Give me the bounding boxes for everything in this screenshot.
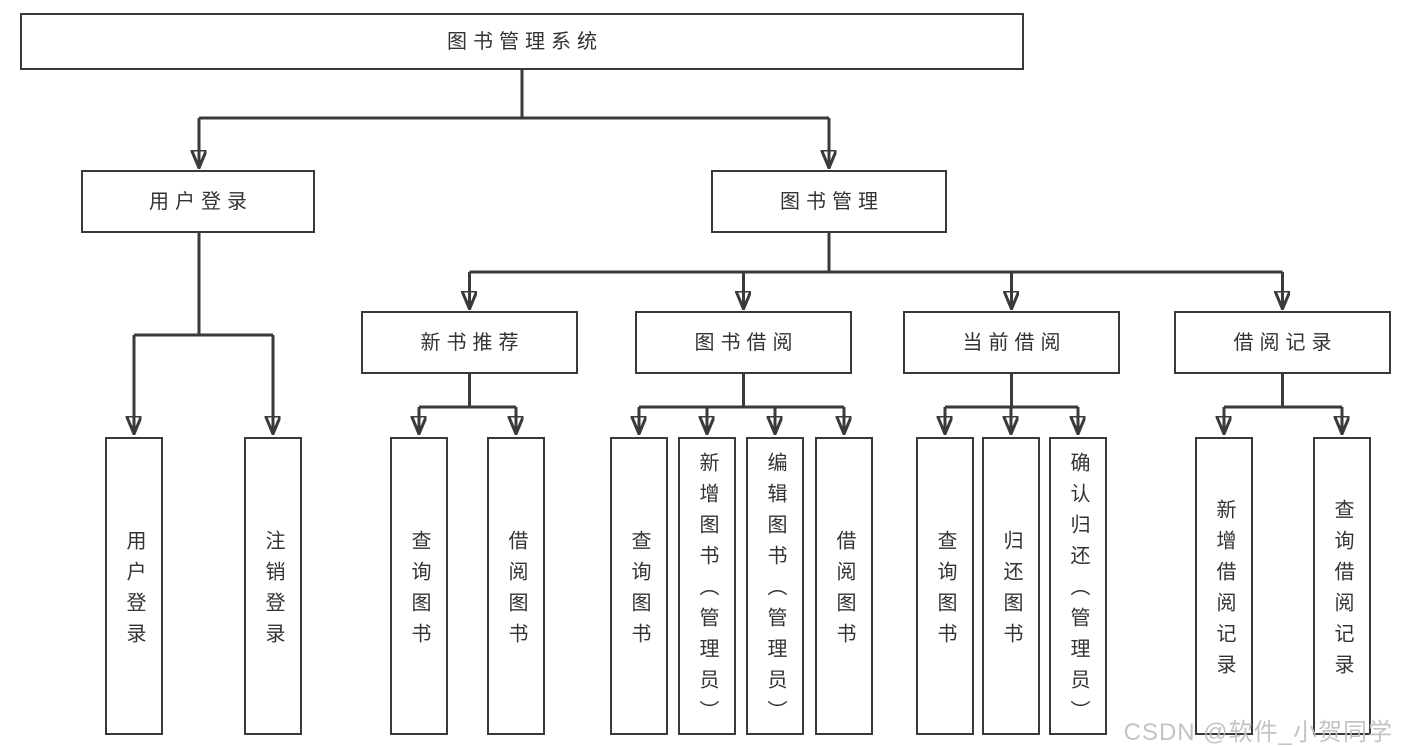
node-leaf-query-books-2: 查询图书 (610, 437, 668, 735)
node-label: 查询借阅记录 (1331, 498, 1353, 685)
node-label: 用户登录 (149, 190, 253, 213)
node-book-management: 图书管理 (711, 170, 947, 233)
node-leaf-return-books: 归还图书 (982, 437, 1040, 735)
node-label: 查询图书 (628, 529, 650, 654)
node-label: 编辑图书（管理员） (764, 452, 786, 731)
node-leaf-add-books-admin: 新增图书（管理员） (678, 437, 736, 735)
node-leaf-add-borrow-record: 新增借阅记录 (1195, 437, 1253, 735)
node-label: 确认归还（管理员） (1067, 452, 1089, 731)
node-borrowing-records: 借阅记录 (1174, 311, 1391, 374)
node-leaf-borrow-books-1: 借阅图书 (487, 437, 545, 735)
node-label: 图书管理系统 (447, 30, 603, 53)
node-leaf-query-books-1: 查询图书 (390, 437, 448, 735)
node-leaf-logout: 注销登录 (244, 437, 302, 735)
node-label: 归还图书 (1000, 529, 1022, 654)
node-leaf-edit-books-admin: 编辑图书（管理员） (746, 437, 804, 735)
node-label: 新书推荐 (420, 331, 525, 354)
node-label: 新增借阅记录 (1213, 498, 1235, 685)
node-label: 借阅图书 (833, 529, 855, 654)
node-leaf-query-books-3: 查询图书 (916, 437, 974, 735)
node-leaf-user-login: 用户登录 (105, 437, 163, 735)
connector-arrows (134, 118, 1342, 434)
node-current-borrowing: 当前借阅 (903, 311, 1120, 374)
node-leaf-borrow-books-2: 借阅图书 (815, 437, 873, 735)
node-label: 借阅图书 (505, 529, 527, 654)
node-label: 借阅记录 (1233, 331, 1338, 354)
node-label: 用户登录 (123, 529, 145, 654)
csdn-watermark: CSDN @软件_小贺同学 (1123, 719, 1393, 746)
node-user-login: 用户登录 (81, 170, 315, 233)
node-label: 查询图书 (934, 529, 956, 654)
node-leaf-confirm-return-admin: 确认归还（管理员） (1049, 437, 1107, 735)
node-leaf-query-borrow-record: 查询借阅记录 (1313, 437, 1371, 735)
node-new-book-recommendation: 新书推荐 (361, 311, 578, 374)
connector-stems (134, 70, 1342, 409)
node-label: 当前借阅 (962, 331, 1067, 354)
node-label: 注销登录 (262, 529, 284, 654)
node-root-library-management-system: 图书管理系统 (20, 13, 1024, 70)
node-label: 图书借阅 (694, 331, 799, 354)
node-book-borrowing: 图书借阅 (635, 311, 852, 374)
node-label: 查询图书 (408, 529, 430, 654)
node-label: 新增图书（管理员） (696, 452, 718, 731)
node-label: 图书管理 (780, 190, 884, 213)
